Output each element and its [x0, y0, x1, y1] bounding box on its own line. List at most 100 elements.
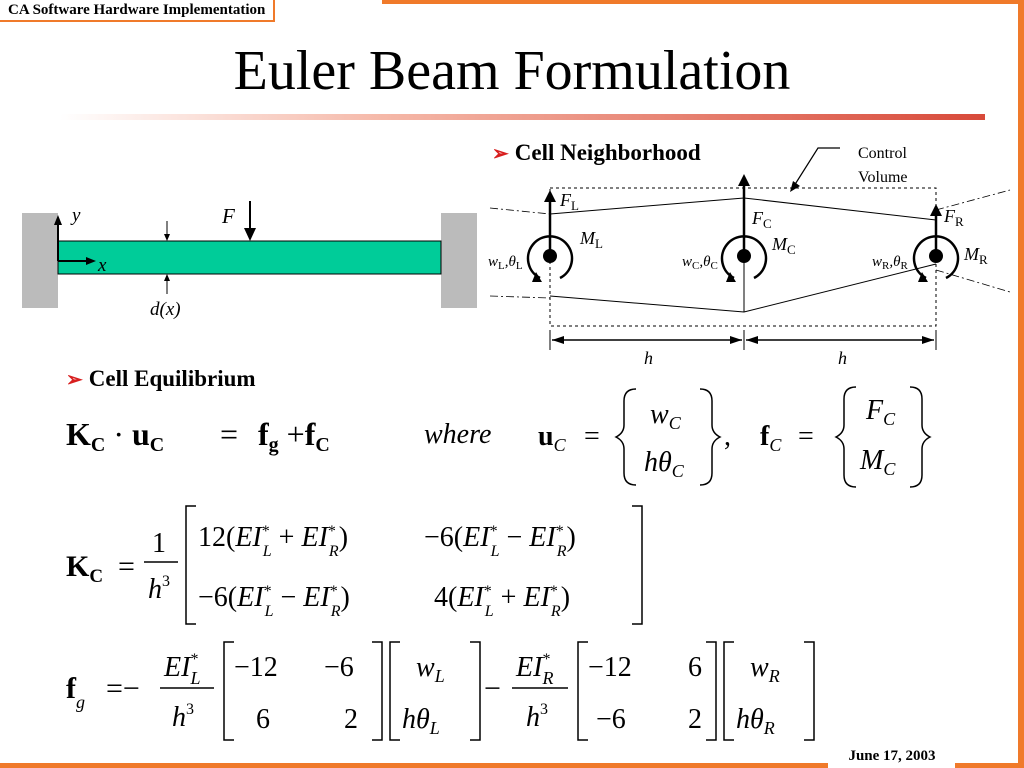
kc-right-bracket	[632, 505, 643, 625]
x-axis-arrowhead	[86, 257, 96, 265]
vec-R-top: wR	[750, 652, 780, 686]
dim-arrowhead	[730, 336, 742, 344]
vec-L-bottom: hθL	[402, 704, 440, 738]
mat-L-left-bracket	[223, 641, 234, 741]
ext-line	[935, 189, 1011, 211]
bullet-label: Cell Equilibrium	[88, 366, 256, 391]
kc-cell-11: 12(EI*L + EI*R)	[198, 522, 348, 560]
force-label-left: FL	[559, 190, 579, 213]
x-axis-label: x	[97, 255, 107, 276]
uc-bottom: hθC	[644, 447, 685, 481]
moment-label-center: MC	[771, 234, 796, 257]
control-volume-label-2: Volume	[858, 169, 907, 186]
equation-stiffness: KC = 1 h3 12(EI*L + EI*R) −6(EI*L − EI*R…	[66, 505, 643, 625]
force-label: F	[221, 204, 235, 228]
equation-equilibrium: KC · uC = fg +fC where uC = wC hθC , fC …	[66, 386, 932, 488]
force-arrowhead	[244, 228, 256, 241]
uc-right-brace	[699, 388, 722, 486]
thickness-label: d(x)	[150, 299, 181, 320]
uc-top: wC	[650, 399, 682, 433]
vec-R-bottom: hθR	[736, 704, 775, 738]
kc-equals: =	[118, 550, 135, 583]
beam-bottom-edge	[549, 263, 937, 313]
fg-frac2-num: EI*R	[515, 651, 553, 688]
dim-arrowhead	[746, 336, 758, 344]
fc-left-brace	[834, 386, 857, 488]
moment-arrow-left	[526, 235, 574, 280]
ext-line	[489, 207, 551, 215]
fc-bottom: MC	[859, 445, 896, 479]
kc-symbol: KC	[66, 550, 103, 587]
uc-symbol: uC	[538, 421, 567, 455]
spacing-label-right: h	[838, 348, 847, 368]
eq1-lhs: KC · uC	[66, 416, 164, 456]
spacing-label-left: h	[644, 348, 653, 368]
moment-arrow-right	[912, 235, 960, 280]
mat-L-22: 2	[344, 704, 358, 735]
mat-R-22: 2	[688, 704, 702, 735]
beam-diagram: y x F d(x)	[22, 201, 477, 320]
title-rule	[60, 114, 985, 120]
moment-arrow-center	[720, 235, 768, 280]
node-right	[929, 249, 943, 263]
ext-line	[935, 269, 1011, 293]
dof-label-right: wR,θR	[872, 254, 908, 272]
fg-symbol: fg	[66, 672, 85, 712]
force-arrowhead-center	[738, 174, 750, 186]
ext-line	[489, 295, 551, 299]
fc-equals: =	[798, 421, 814, 452]
force-label-center: FC	[751, 208, 772, 231]
eq1-equals: =	[220, 416, 238, 452]
uc-equals: =	[584, 421, 600, 452]
dim-arrowhead	[552, 336, 564, 344]
vec-R-right-bracket	[804, 641, 815, 741]
node-left	[543, 249, 557, 263]
mat-L-11: −12	[234, 652, 278, 683]
force-arrowhead-left	[544, 190, 556, 202]
bullet-label: Cell Neighborhood	[514, 140, 701, 165]
eq1-comma: ,	[724, 421, 731, 452]
frame-bottom-border-right	[955, 763, 1024, 768]
eq1-rhs: fg +fC	[258, 416, 330, 456]
fg-frac2-den: h3	[526, 701, 548, 733]
dim-arrowhead	[922, 336, 934, 344]
moment-arrowhead-right	[918, 272, 928, 282]
bullet-arrow-icon: ➢	[492, 143, 509, 165]
kc-cell-22: 4(EI*L + EI*R)	[434, 582, 570, 620]
mat-R-right-bracket	[706, 641, 717, 741]
bullet-cell-neighborhood: ➢Cell Neighborhood	[492, 140, 701, 166]
thickness-arrowhead-top	[164, 234, 170, 241]
kc-cell-12: −6(EI*L − EI*R)	[424, 522, 576, 560]
header-label: CA Software Hardware Implementation	[0, 0, 276, 22]
mat-R-21: −6	[596, 704, 626, 735]
mat-R-11: −12	[588, 652, 632, 683]
mat-L-21: 6	[256, 704, 270, 735]
moment-label-right: MR	[963, 244, 988, 267]
moment-arrowhead-left	[532, 272, 542, 282]
kc-left-bracket	[185, 505, 196, 625]
kc-cell-21: −6(EI*L − EI*R)	[198, 582, 350, 620]
force-label-right: FR	[943, 206, 964, 229]
kc-fraction-den: h3	[148, 573, 170, 605]
equation-force-vector: fg =− EI*L h3 −12 −6 6 2 wL hθL − EI*R h…	[66, 641, 815, 741]
fc-right-brace	[909, 386, 932, 488]
bullet-cell-equilibrium: ➢Cell Equilibrium	[66, 366, 256, 392]
node-center	[737, 249, 751, 263]
bullet-arrow-icon: ➢	[66, 369, 83, 391]
fc-top: FC	[865, 395, 896, 429]
y-axis-arrowhead	[54, 215, 62, 225]
kc-fraction-num: 1	[152, 528, 166, 559]
vec-L-top: wL	[416, 652, 445, 686]
control-volume-pointer-head	[790, 181, 800, 192]
fg-minus: −	[484, 672, 501, 705]
y-axis-label: y	[70, 205, 81, 226]
thickness-arrowhead-bottom	[164, 274, 170, 281]
moment-label-left: ML	[579, 228, 603, 251]
left-support	[22, 213, 58, 308]
mat-L-12: −6	[324, 652, 354, 683]
footer-date: June 17, 2003	[848, 748, 936, 764]
uc-left-brace	[614, 388, 637, 486]
control-volume-label-1: Control	[858, 145, 907, 162]
vec-L-left-bracket	[389, 641, 400, 741]
fg-equals: =−	[106, 672, 140, 705]
